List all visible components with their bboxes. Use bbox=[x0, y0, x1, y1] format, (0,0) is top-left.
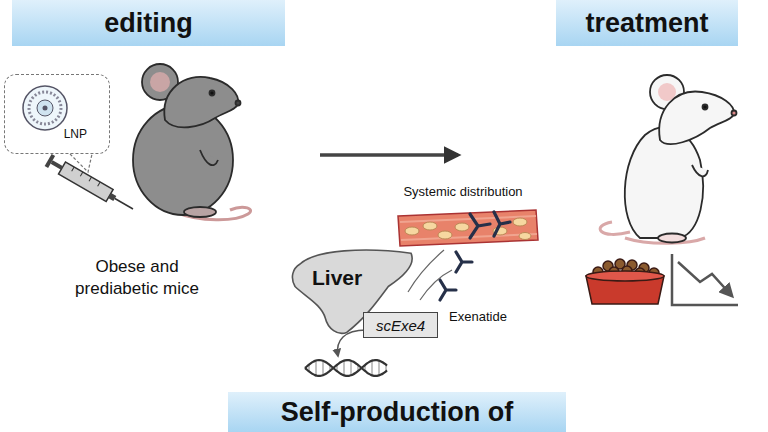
node-text: Self-production of bbox=[281, 397, 513, 428]
decline-chart-icon bbox=[672, 254, 738, 305]
node-text: scExe4 bbox=[376, 317, 425, 334]
caption-label: Obese and prediabetic mice bbox=[52, 256, 222, 300]
title-band: Self-production of bbox=[228, 392, 566, 432]
title-band: editing bbox=[12, 0, 285, 46]
obese-mouse bbox=[133, 64, 251, 220]
dna-rung bbox=[371, 361, 372, 376]
process-arrow bbox=[320, 153, 458, 157]
dna-rung bbox=[343, 361, 344, 376]
dna-strand bbox=[305, 360, 387, 376]
dna-strand bbox=[305, 360, 387, 376]
node-text: treatment bbox=[585, 8, 708, 39]
node-text: LNP bbox=[64, 127, 87, 141]
annotation-label: Systemic distribution bbox=[388, 184, 538, 201]
node-text: editing bbox=[104, 8, 193, 39]
gene-box: scExe4 bbox=[363, 312, 438, 338]
bubble-tail bbox=[70, 154, 92, 172]
lnp-callout: LNP bbox=[4, 74, 110, 154]
dna-rung bbox=[378, 361, 379, 376]
title-band: treatment bbox=[556, 0, 738, 46]
secretion-line bbox=[408, 250, 444, 292]
food-bowl bbox=[586, 259, 664, 304]
secretion-line bbox=[420, 270, 452, 300]
blood-vessel bbox=[398, 210, 538, 246]
exenatide-molecule bbox=[440, 212, 510, 300]
dna-rung bbox=[315, 360, 316, 375]
treated-mouse bbox=[600, 75, 736, 243]
dna-helix bbox=[305, 360, 387, 376]
node-text: Liver bbox=[312, 266, 362, 290]
dna-rung bbox=[350, 361, 351, 376]
annotation-label: Exenatide bbox=[440, 309, 516, 326]
lnp-icon bbox=[23, 86, 67, 130]
dna-rung bbox=[322, 361, 323, 376]
syringe bbox=[45, 154, 137, 215]
